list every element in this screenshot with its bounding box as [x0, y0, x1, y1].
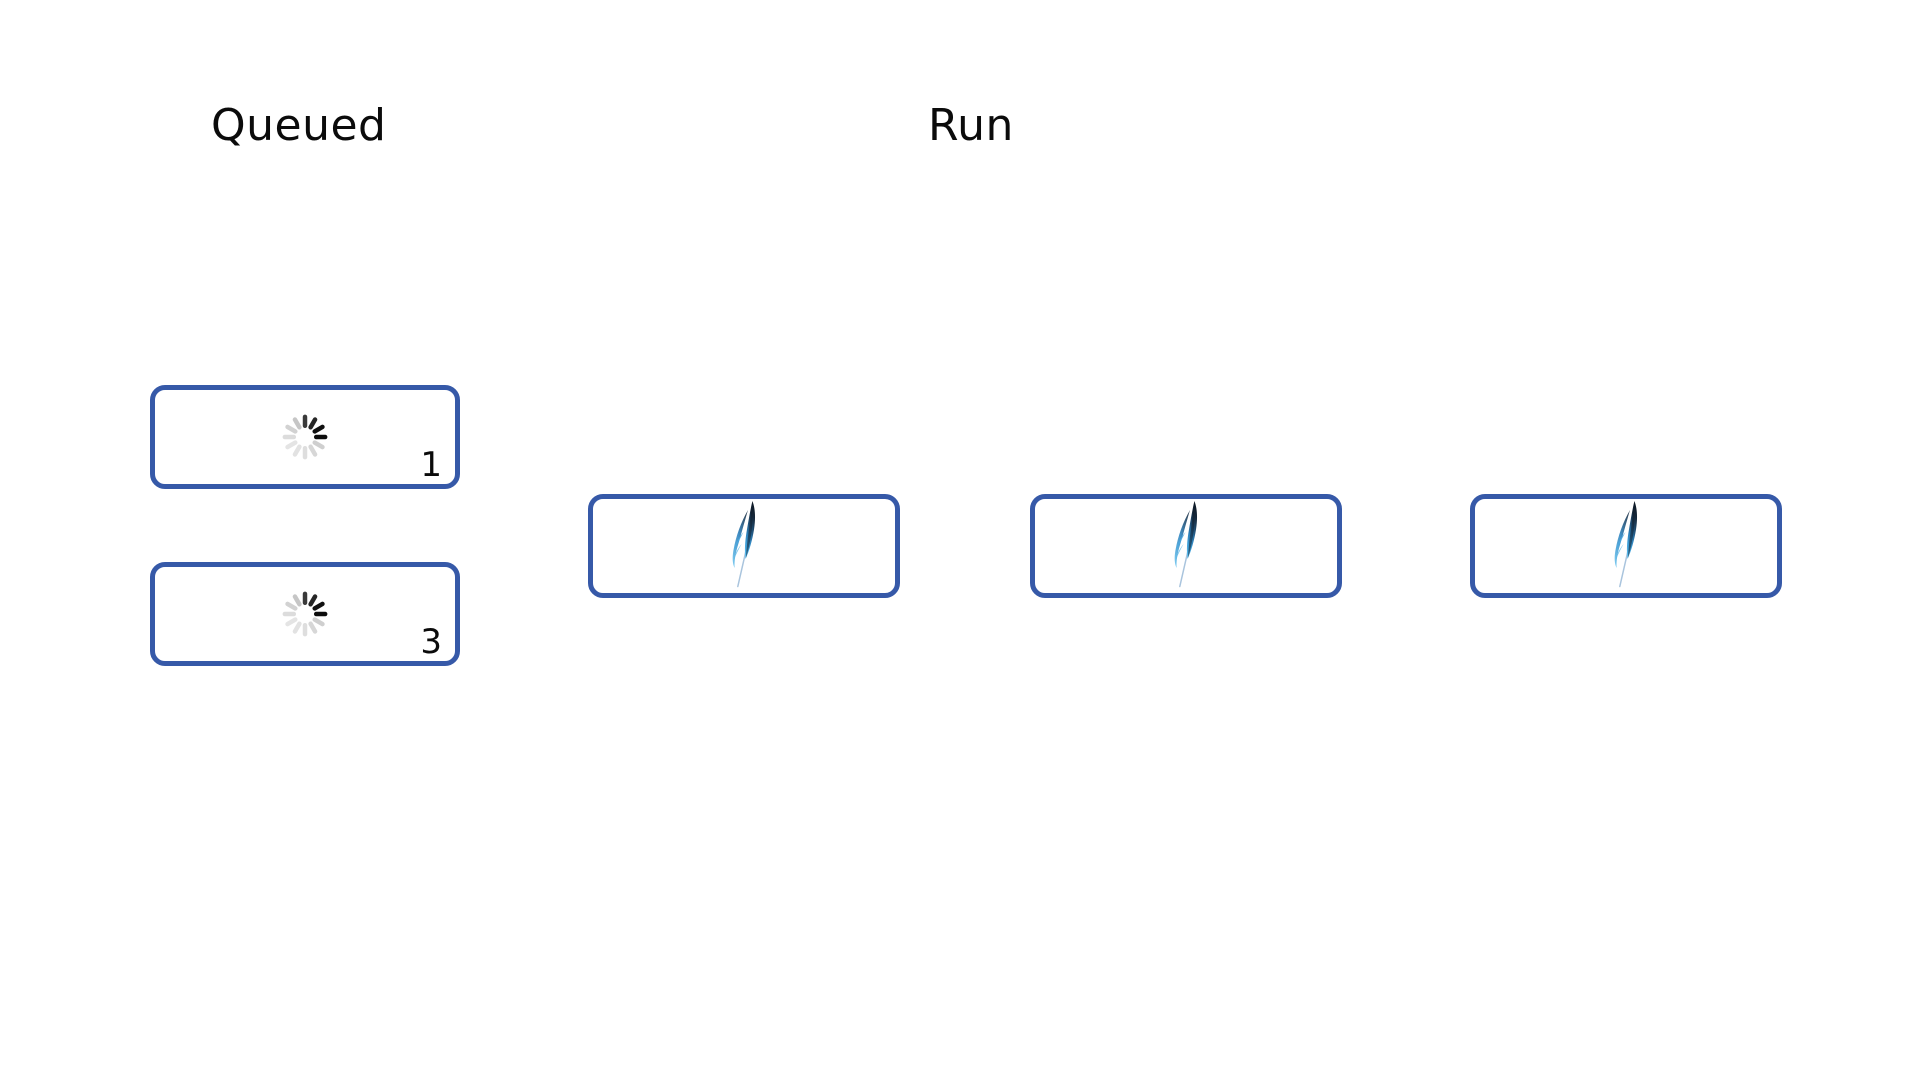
run-card[interactable] — [1470, 494, 1782, 598]
card-body — [593, 499, 895, 593]
card-body: 3 — [155, 567, 455, 661]
card-badge: 1 — [420, 445, 442, 485]
run-card[interactable] — [1030, 494, 1342, 598]
apache-feather-icon — [1603, 496, 1649, 592]
apache-feather-icon — [1163, 496, 1209, 592]
loading-spinner-icon — [277, 409, 333, 465]
card-badge: 3 — [420, 622, 442, 662]
card-body — [1475, 499, 1777, 593]
column-heading-queued: Queued — [211, 100, 387, 151]
card-body: 1 — [155, 390, 455, 484]
card-body — [1035, 499, 1337, 593]
queued-card[interactable]: 3 — [150, 562, 460, 666]
run-card[interactable] — [588, 494, 900, 598]
queued-card[interactable]: 1 — [150, 385, 460, 489]
loading-spinner-icon — [277, 586, 333, 642]
column-heading-run: Run — [928, 100, 1014, 151]
apache-feather-icon — [721, 496, 767, 592]
